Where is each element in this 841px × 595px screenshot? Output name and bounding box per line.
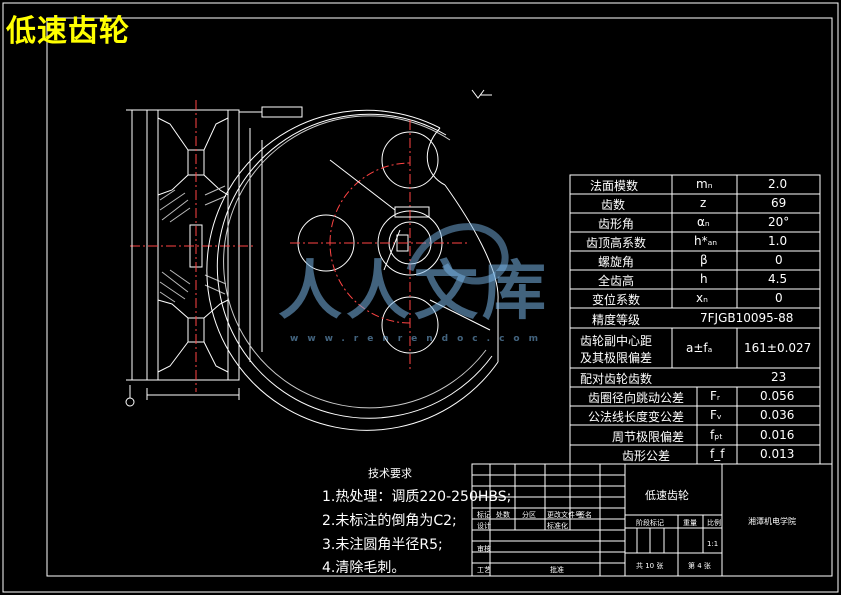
- param-symbol: β: [700, 253, 708, 267]
- tolerance-value: 0.036: [760, 408, 795, 422]
- sheet-number: 第 4 张: [688, 562, 711, 570]
- tolerance-value: 0.013: [760, 447, 795, 461]
- tolerance-name: 周节极限偏差: [612, 430, 685, 444]
- param-value: 0: [775, 291, 783, 305]
- count-label: 处数: [496, 511, 510, 519]
- standardize-label: 标准化: [547, 522, 568, 530]
- gear-section-view: [125, 100, 303, 407]
- param-symbol: mₙ: [696, 177, 713, 191]
- tolerance-symbol: fₚₜ: [710, 428, 723, 442]
- params-table-grid: [569, 174, 821, 465]
- tolerance-value: 0.056: [760, 389, 795, 403]
- param-name: 齿形角: [598, 217, 635, 231]
- watermark-text: 人人文库: [278, 254, 550, 329]
- param-symbol: h*ₐₙ: [694, 234, 718, 248]
- param-name: 全齿高: [598, 274, 635, 288]
- title-block-grid: [471, 463, 833, 577]
- sign-label: 签名: [578, 511, 592, 519]
- scale-label: 比例: [707, 519, 721, 527]
- param-symbol: xₙ: [696, 291, 708, 305]
- watermark-logo: [406, 223, 509, 285]
- tolerance-symbol: Fᵣ: [710, 389, 721, 403]
- accuracy-name: 精度等级: [592, 313, 641, 327]
- watermark-url: www.renrendoc.com: [290, 334, 547, 344]
- center-value: 161±0.027: [744, 341, 812, 355]
- param-name: 变位系数: [592, 293, 641, 307]
- design-label: 设计: [477, 522, 491, 530]
- sheets-total: 共 10 张: [636, 562, 664, 570]
- scale-value: 1:1: [707, 540, 719, 548]
- revise-label: 标记: [477, 511, 491, 519]
- mating-name: 配对齿轮齿数: [580, 372, 653, 386]
- center-symbol: a±fₐ: [686, 341, 713, 355]
- process-label: 工艺: [477, 566, 491, 574]
- zone-label: 分区: [522, 511, 536, 519]
- tech-note: 1.热处理：调质220-250HBS;: [322, 489, 512, 505]
- drawing-title: 低速齿轮: [6, 14, 130, 49]
- tech-notes-title: 技术要求: [368, 467, 412, 480]
- param-symbol: h: [700, 272, 708, 286]
- param-name: 螺旋角: [598, 255, 635, 269]
- school-name: 湘潭机电学院: [748, 517, 796, 526]
- tolerance-value: 0.016: [760, 428, 795, 442]
- audit-label: 审核: [477, 545, 491, 553]
- stage-label: 阶段标记: [636, 519, 664, 527]
- param-value: 4.5: [768, 272, 788, 286]
- param-value: 2.0: [768, 177, 788, 191]
- tolerance-name: 齿圈径向跳动公差: [588, 391, 685, 405]
- param-symbol: αₙ: [697, 215, 710, 229]
- center-name-line1: 齿轮副中心距: [580, 334, 653, 348]
- param-value: 20°: [768, 215, 790, 229]
- param-name: 法面模数: [590, 179, 639, 193]
- tolerance-symbol: f_f: [710, 447, 725, 461]
- tolerance-name: 公法线长度变公差: [588, 410, 685, 424]
- weight-label: 重量: [683, 519, 697, 527]
- change-label: 更改文件号: [547, 511, 582, 519]
- tech-note: 3.未注圆角半径R5;: [322, 537, 443, 553]
- mating-value: 23: [771, 370, 787, 384]
- inner-border: [46, 17, 833, 577]
- param-symbol: z: [700, 196, 707, 210]
- param-value: 69: [771, 196, 787, 210]
- param-name: 齿顶高系数: [586, 236, 647, 250]
- tech-note: 2.未标注的倒角为C2;: [322, 513, 457, 529]
- param-value: 0: [775, 253, 783, 267]
- center-name-line2: 及其极限偏差: [580, 351, 653, 365]
- tolerance-symbol: Fᵥ: [710, 408, 722, 422]
- tech-note: 4.清除毛刺。: [322, 560, 406, 576]
- approve-label: 批准: [550, 566, 564, 574]
- gear-front-view: [206, 89, 499, 431]
- part-name: 低速齿轮: [645, 489, 689, 502]
- accuracy-value: 7FJGB10095-88: [700, 311, 794, 325]
- param-value: 1.0: [768, 234, 788, 248]
- tolerance-name: 齿形公差: [622, 449, 671, 463]
- param-name: 齿数: [601, 198, 626, 212]
